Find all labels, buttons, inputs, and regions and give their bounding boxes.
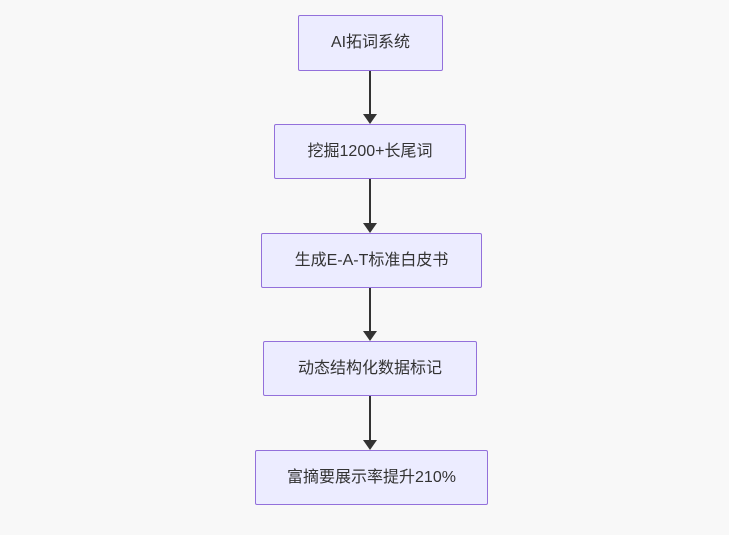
flow-node-rich-snippet-uplift: 富摘要展示率提升210% [255, 450, 488, 505]
flow-arrow-1 [363, 71, 377, 124]
flow-arrow-4 [363, 396, 377, 450]
flow-arrow-2 [363, 179, 377, 233]
arrow-line [369, 288, 371, 332]
arrowhead-down-icon [363, 331, 377, 341]
flow-node-label: 富摘要展示率提升210% [287, 468, 456, 486]
flow-node-structured-data-markup: 动态结构化数据标记 [263, 341, 477, 396]
arrow-line [369, 396, 371, 441]
flow-node-label: AI拓词系统 [330, 34, 411, 51]
flow-node-label: 生成E-A-T标准白皮书 [294, 251, 449, 269]
arrowhead-down-icon [363, 223, 377, 233]
flow-node-eat-whitepaper: 生成E-A-T标准白皮书 [261, 233, 482, 288]
arrowhead-down-icon [363, 114, 377, 124]
arrow-line [369, 179, 371, 224]
flow-arrow-3 [363, 288, 377, 341]
flow-node-label: 挖掘1200+长尾词 [307, 142, 433, 160]
arrow-line [369, 71, 371, 115]
flow-node-ai-keyword-system: AI拓词系统 [298, 15, 443, 71]
flow-node-longtail-mining: 挖掘1200+长尾词 [274, 124, 466, 179]
arrowhead-down-icon [363, 440, 377, 450]
flow-node-label: 动态结构化数据标记 [297, 359, 442, 377]
